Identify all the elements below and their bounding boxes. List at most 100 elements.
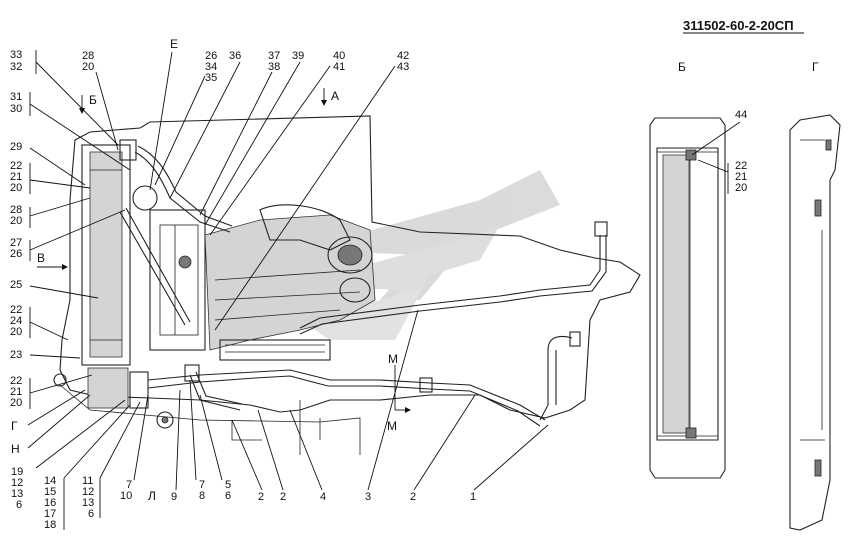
svg-text:22: 22 (10, 304, 22, 316)
svg-text:43: 43 (397, 61, 409, 73)
svg-text:24: 24 (10, 315, 22, 327)
svg-text:6: 6 (16, 499, 22, 511)
svg-text:34: 34 (205, 61, 217, 73)
plug-L (156, 411, 174, 429)
callout-bottom-5-6: 5 6 (199, 394, 231, 502)
svg-text:15: 15 (44, 486, 56, 498)
svg-text:16: 16 (44, 497, 56, 509)
label-G: Г (812, 60, 819, 74)
svg-text:27: 27 (10, 237, 22, 249)
svg-text:29: 29 (10, 141, 22, 153)
callout-22-24-20: 22 24 20 (10, 304, 69, 341)
callout-29: 29 (10, 141, 86, 186)
svg-text:37: 37 (268, 50, 280, 62)
callout-33-32: 33 32 (10, 49, 119, 146)
svg-text:7: 7 (126, 479, 132, 491)
svg-text:2: 2 (410, 491, 416, 503)
svg-text:12: 12 (82, 486, 94, 498)
svg-text:22: 22 (10, 375, 22, 387)
view-arrow-A: А (321, 88, 339, 106)
engine-compartment (59, 115, 641, 455)
callout-bottom-9: 9 (171, 389, 181, 503)
watermark-logo (290, 170, 560, 340)
svg-text:18: 18 (44, 519, 56, 531)
view-arrow-B: Б (79, 93, 97, 114)
radiator (81, 139, 158, 409)
callout-22-21-20-a: 22 21 20 (10, 160, 91, 194)
svg-text:11: 11 (82, 475, 93, 487)
view-B-panel: Б 44 22 21 20 (649, 60, 747, 479)
callout-top-26-34-35: 26 34 35 (154, 50, 217, 186)
svg-text:30: 30 (10, 103, 22, 115)
label-M-top: М (388, 352, 398, 366)
callout-23: 23 (10, 349, 81, 361)
svg-text:6: 6 (225, 490, 231, 502)
label-B-arrow: Б (89, 93, 97, 107)
svg-text:8: 8 (199, 490, 205, 502)
svg-text:41: 41 (333, 61, 345, 73)
callout-22-21-20-b: 22 21 20 (10, 374, 93, 409)
svg-text:9: 9 (171, 491, 177, 503)
leader-N (27, 394, 91, 449)
svg-text:20: 20 (82, 61, 94, 73)
callout-bottom-2a: 2 (231, 419, 264, 503)
svg-text:28: 28 (10, 204, 22, 216)
svg-text:3: 3 (365, 491, 371, 503)
view-arrow-V: В (37, 251, 68, 270)
svg-text:20: 20 (10, 326, 22, 338)
drain-fitting (53, 373, 67, 387)
callout-top-40-41: 40 41 (209, 50, 345, 236)
callout-31-30: 31 30 (10, 91, 131, 171)
svg-text:32: 32 (10, 61, 22, 73)
svg-text:28: 28 (82, 50, 94, 62)
svg-text:42: 42 (397, 50, 409, 62)
callout-27-26: 27 26 (10, 209, 126, 261)
plug-L-center (161, 416, 169, 424)
coolant-pipes (119, 145, 608, 427)
label-V: В (37, 251, 45, 265)
svg-text:39: 39 (292, 50, 304, 62)
svg-text:20: 20 (10, 397, 22, 409)
callout-top-39: 39 (204, 50, 304, 226)
svg-text:20: 20 (735, 182, 747, 194)
callout-25: 25 (10, 279, 99, 299)
svg-text:22: 22 (735, 160, 747, 172)
section-m-marker: М М (387, 352, 411, 433)
leader-G (27, 389, 86, 426)
svg-text:20: 20 (10, 215, 22, 227)
svg-text:21: 21 (10, 386, 22, 398)
label-L: Л (148, 489, 156, 503)
label-M-bottom: М (387, 419, 397, 433)
tee-fitting (184, 364, 200, 382)
svg-text:26: 26 (10, 248, 22, 260)
document-code: 311502-60-2-20СП (683, 18, 794, 33)
callout-top-36: 36 (169, 50, 241, 199)
svg-text:26: 26 (205, 50, 217, 62)
svg-text:14: 14 (44, 475, 56, 487)
svg-text:5: 5 (225, 479, 231, 491)
svg-text:10: 10 (120, 490, 132, 502)
label-B: Б (678, 60, 686, 74)
callout-bottom-3: 3 (365, 309, 419, 503)
svg-text:23: 23 (10, 349, 22, 361)
callout-bottom-2c: 2 (410, 394, 476, 503)
fan-shroud (149, 209, 206, 351)
label-G-left: Г (11, 419, 18, 433)
callout-bottom-4: 4 (289, 409, 326, 503)
svg-text:13: 13 (82, 497, 94, 509)
svg-text:2: 2 (280, 491, 286, 503)
svg-text:1: 1 (470, 491, 476, 503)
svg-text:12: 12 (11, 477, 23, 489)
svg-text:33: 33 (10, 49, 22, 61)
callout-bottom-7-10: 7 10 (120, 394, 149, 502)
svg-text:17: 17 (44, 508, 56, 520)
svg-text:20: 20 (10, 182, 22, 194)
callout-top-37-38: 37 38 (199, 50, 280, 216)
callout-bottom-7-8: 7 8 (189, 379, 205, 502)
svg-text:7: 7 (199, 479, 205, 491)
callout-bottom-11-12-13-6: 11 12 13 6 (82, 401, 141, 520)
callout-bottom-2b: 2 (257, 409, 286, 503)
svg-text:25: 25 (10, 279, 22, 291)
svg-text:2: 2 (258, 491, 264, 503)
